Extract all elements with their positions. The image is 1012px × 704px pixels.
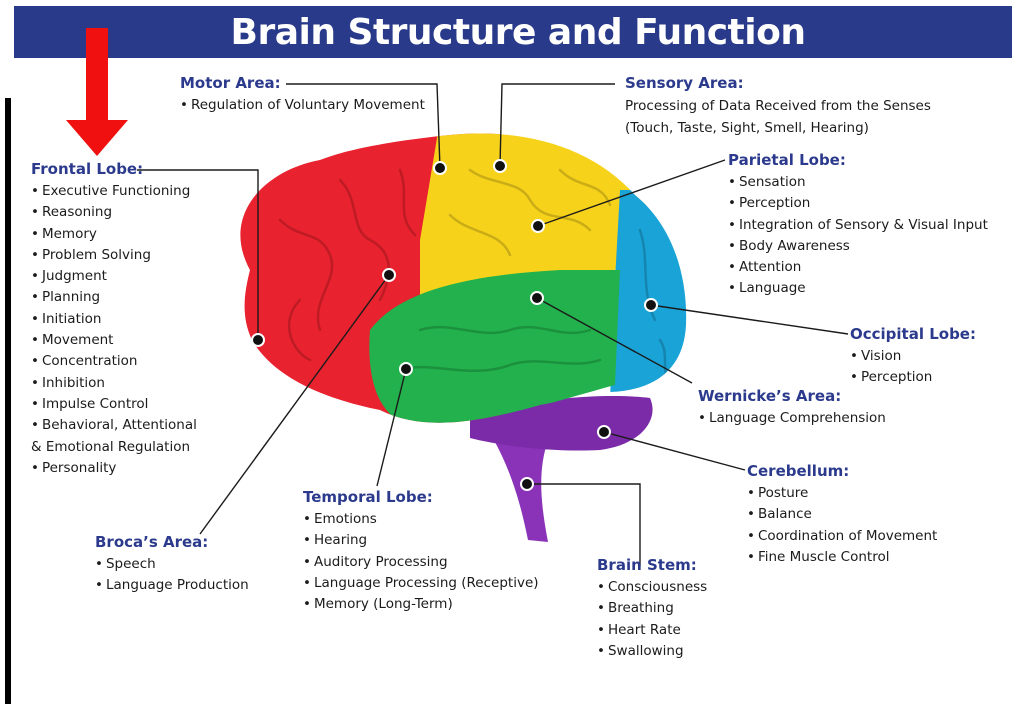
frontal-lobe-marker <box>252 334 264 346</box>
parietal-lobe-marker <box>532 220 544 232</box>
temporal-lobe-marker <box>400 363 412 375</box>
list-item: •Language <box>728 278 988 299</box>
brocas-area-marker <box>383 269 395 281</box>
frontal-lobe-label: Frontal Lobe: •Executive Functioning •Re… <box>31 160 197 479</box>
list-item: •Emotions <box>303 509 539 530</box>
list-item: •Coordination of Movement <box>747 526 937 547</box>
brocas-area-title: Broca’s Area: <box>95 533 249 552</box>
list-item: •Swallowing <box>597 641 707 662</box>
list-item: •Planning <box>31 287 197 308</box>
list-item: •Balance <box>747 504 937 525</box>
list-item: •Consciousness <box>597 577 707 598</box>
list-item: •Language Processing (Receptive) <box>303 573 539 594</box>
temporal-lobe-title: Temporal Lobe: <box>303 488 539 507</box>
sensory-area-marker <box>494 160 506 172</box>
wernickes-area-title: Wernicke’s Area: <box>698 387 886 406</box>
list-item: •Perception <box>728 193 988 214</box>
list-item: •Judgment <box>31 266 197 287</box>
list-item: •Fine Muscle Control <box>747 547 937 568</box>
list-item: •Perception <box>850 367 976 388</box>
parietal-lobe-label: Parietal Lobe: •Sensation •Perception •I… <box>728 151 988 300</box>
wernickes-area-label: Wernicke’s Area: •Language Comprehension <box>698 387 886 429</box>
list-item: •Speech <box>95 554 249 575</box>
list-item: •Attention <box>728 257 988 278</box>
sensory-area-title: Sensory Area: <box>625 74 931 93</box>
list-item: •Executive Functioning <box>31 181 197 202</box>
list-item: •Regulation of Voluntary Movement <box>180 95 425 116</box>
occipital-lobe-marker <box>645 299 657 311</box>
list-item: •Integration of Sensory & Visual Input <box>728 215 988 236</box>
brain-stem-title: Brain Stem: <box>597 556 707 575</box>
cerebellum-label: Cerebellum: •Posture •Balance •Coordinat… <box>747 462 937 568</box>
brain-stem-label: Brain Stem: •Consciousness •Breathing •H… <box>597 556 707 662</box>
list-item: •Posture <box>747 483 937 504</box>
list-item: •Body Awareness <box>728 236 988 257</box>
list-item: •Sensation <box>728 172 988 193</box>
list-item: •Hearing <box>303 530 539 551</box>
occipital-lobe-label: Occipital Lobe: •Vision •Perception <box>850 325 976 389</box>
list-item: •Personality <box>31 458 197 479</box>
list-item: •Concentration <box>31 351 197 372</box>
list-item: •Behavioral, Attentional <box>31 415 197 436</box>
list-item: •Initiation <box>31 309 197 330</box>
list-item: •Auditory Processing <box>303 552 539 573</box>
list-item: •Vision <box>850 346 976 367</box>
list-item: •Reasoning <box>31 202 197 223</box>
parietal-lobe-title: Parietal Lobe: <box>728 151 988 170</box>
list-item: •Memory <box>31 224 197 245</box>
temporal-lobe-label: Temporal Lobe: •Emotions •Hearing •Audit… <box>303 488 539 615</box>
list-item: •Memory (Long-Term) <box>303 594 539 615</box>
cerebellum-marker <box>598 426 610 438</box>
sensory-area-desc-1: Processing of Data Received from the Sen… <box>625 95 931 117</box>
list-item: & Emotional Regulation <box>31 437 197 458</box>
list-item: •Movement <box>31 330 197 351</box>
list-item: •Problem Solving <box>31 245 197 266</box>
brocas-area-label: Broca’s Area: •Speech •Language Producti… <box>95 533 249 597</box>
cerebellum-title: Cerebellum: <box>747 462 937 481</box>
motor-area-label: Motor Area: •Regulation of Voluntary Mov… <box>180 74 425 116</box>
occipital-lobe-shape <box>610 190 700 400</box>
list-item: •Impulse Control <box>31 394 197 415</box>
list-item: •Breathing <box>597 598 707 619</box>
list-item: •Heart Rate <box>597 620 707 641</box>
list-item: •Language Comprehension <box>698 408 886 429</box>
occipital-lobe-title: Occipital Lobe: <box>850 325 976 344</box>
frontal-lobe-title: Frontal Lobe: <box>31 160 197 179</box>
list-item: •Language Production <box>95 575 249 596</box>
wernickes-area-marker <box>531 292 543 304</box>
list-item: •Inhibition <box>31 373 197 394</box>
sensory-area-desc-2: (Touch, Taste, Sight, Smell, Hearing) <box>625 117 931 139</box>
sensory-area-label: Sensory Area: Processing of Data Receive… <box>625 74 931 139</box>
motor-area-title: Motor Area: <box>180 74 425 93</box>
motor-area-marker <box>434 162 446 174</box>
